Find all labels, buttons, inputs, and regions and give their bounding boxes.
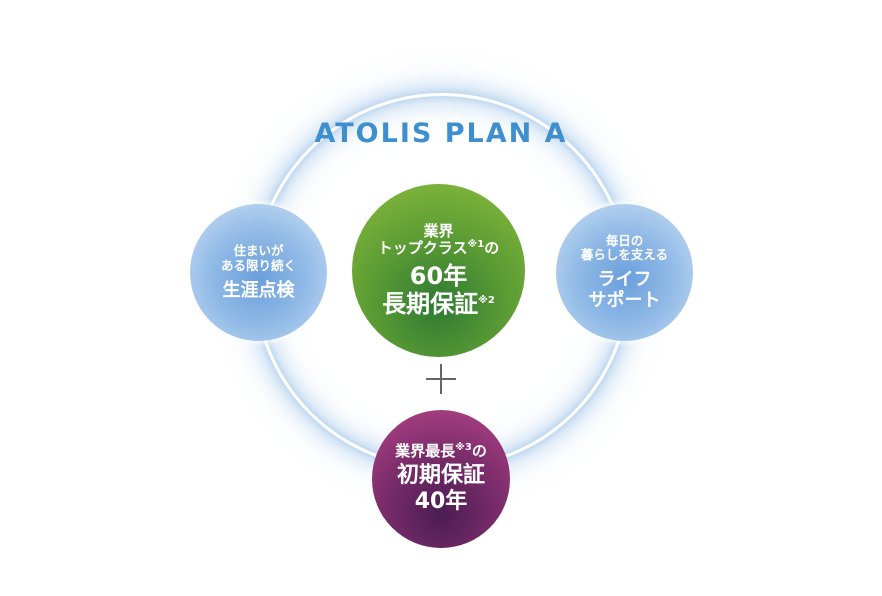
right-line4: サポート bbox=[588, 290, 661, 312]
long-term-warranty-circle: 業界 トップクラス※1の 60年 長期保証※2 bbox=[352, 184, 525, 357]
plan-title: ATOLIS PLAN A bbox=[314, 118, 568, 149]
bottom-line1-suffix: の bbox=[471, 442, 487, 461]
bottom-note3: ※3 bbox=[455, 442, 472, 454]
center-line1: 業界 bbox=[423, 221, 454, 240]
center-line2: トップクラス bbox=[377, 239, 468, 258]
center-line4-wrap: 長期保証※2 bbox=[382, 290, 495, 318]
bottom-line1-wrap: 業界最長※3の bbox=[395, 442, 487, 461]
lifetime-inspection-circle: 住まいが ある限り続く 生涯点検 bbox=[190, 204, 327, 341]
life-support-circle: 毎日の 暮らしを支える ライフ サポート bbox=[556, 204, 693, 341]
center-note1: ※1 bbox=[467, 239, 485, 251]
right-line2: 暮らしを支える bbox=[580, 247, 669, 263]
left-line1: 住まいが bbox=[233, 243, 284, 259]
bottom-line2: 初期保証 bbox=[396, 462, 485, 488]
center-line2-suffix: の bbox=[484, 239, 500, 258]
left-line2: ある限り続く bbox=[220, 257, 296, 273]
right-line1: 毎日の bbox=[605, 232, 644, 248]
left-line3: 生涯点検 bbox=[222, 279, 295, 301]
plus-icon-vertical bbox=[440, 364, 442, 394]
center-line2-wrap: トップクラス※1の bbox=[377, 239, 500, 258]
plus-icon bbox=[426, 364, 456, 394]
bottom-line1: 業界最長 bbox=[395, 442, 456, 461]
initial-warranty-circle: 業界最長※3の 初期保証 40年 bbox=[372, 410, 510, 548]
bottom-line3: 40年 bbox=[414, 488, 468, 514]
center-line3: 60年 bbox=[409, 261, 468, 290]
center-line4: 長期保証 bbox=[382, 290, 479, 319]
right-line3: ライフ bbox=[597, 269, 652, 291]
center-note2: ※2 bbox=[478, 295, 495, 307]
